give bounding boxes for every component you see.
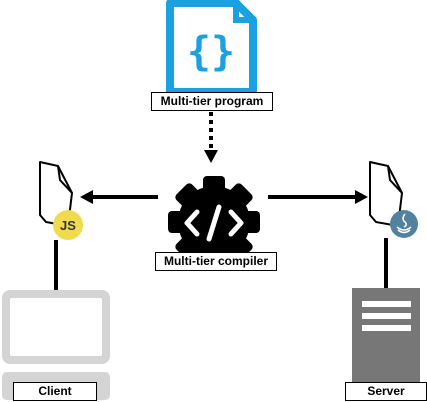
program-to-compiler-arrow [204, 112, 218, 163]
java-file-icon [369, 161, 418, 238]
js-badge-label: JS [60, 218, 76, 233]
source-code-file-icon: {} [166, 0, 257, 96]
code-gear-icon [168, 176, 260, 268]
svg-text:{}: {} [187, 29, 235, 75]
server-tower-icon [352, 288, 420, 400]
compiler-to-server-arrow [268, 190, 368, 204]
javascript-file-icon: JS [39, 161, 83, 240]
server-label: Server [345, 382, 427, 401]
client-label: Client [13, 382, 97, 401]
compiler-to-client-arrow [80, 190, 158, 204]
multi-tier-program-label: Multi-tier program [151, 92, 273, 111]
multi-tier-compiler-label: Multi-tier compiler [155, 252, 277, 271]
